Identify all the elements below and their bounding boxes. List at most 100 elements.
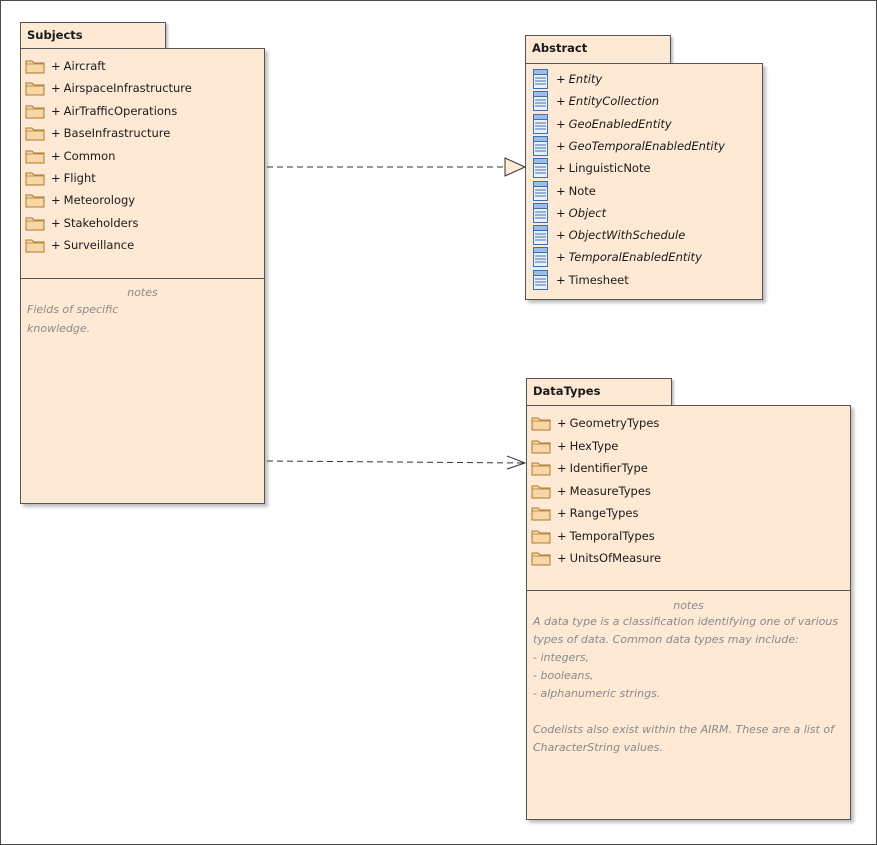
visibility-marker: + <box>556 94 566 109</box>
visibility-marker: + <box>51 193 61 208</box>
visibility-marker: + <box>556 161 566 176</box>
datatypes-item-label: GeometryTypes <box>569 416 660 430</box>
datatypes-item[interactable]: +TemporalTypes <box>531 526 655 546</box>
folder-icon <box>25 215 45 231</box>
abstract-item-label: ObjectWithSchedule <box>568 228 686 243</box>
datatypes-item[interactable]: +RangeTypes <box>531 503 639 523</box>
subjects-item-label: AirspaceInfrastructure <box>63 81 192 96</box>
datatypes-item-label: TemporalTypes <box>569 528 655 543</box>
datatypes-item[interactable]: +MeasureTypes <box>531 481 651 501</box>
abstract-item[interactable]: +GeoTemporalEnabledEntity <box>533 135 725 156</box>
abstract-item[interactable]: +EntityCollection <box>533 91 660 112</box>
abstract-package-tab[interactable]: Abstract <box>525 35 671 64</box>
visibility-marker: + <box>557 551 567 565</box>
visibility-marker: + <box>51 238 61 253</box>
datatypes-item[interactable]: +GeometryTypes <box>531 413 659 433</box>
class-icon <box>533 225 548 246</box>
visibility-marker: + <box>51 148 61 163</box>
open-arrowhead <box>506 455 527 470</box>
subjects-item-label: Meteorology <box>63 193 136 208</box>
dependency-subjects-datatypes[interactable] <box>266 455 527 470</box>
datatypes-package-tab[interactable]: DataTypes <box>526 378 672 406</box>
visibility-marker: + <box>51 59 61 73</box>
visibility-marker: + <box>51 126 61 141</box>
abstract-item[interactable]: +Entity <box>533 69 602 89</box>
datatypes-item[interactable]: +UnitsOfMeasure <box>531 548 661 568</box>
subjects-package-tab[interactable]: Subjects <box>20 22 166 49</box>
folder-icon <box>25 103 45 119</box>
visibility-marker: + <box>51 215 61 230</box>
subjects-item[interactable]: +Flight <box>25 168 96 188</box>
datatypes-notes-title: notes <box>673 599 704 612</box>
subjects-item-label: Surveillance <box>63 238 135 253</box>
subjects-item[interactable]: +Stakeholders <box>25 213 138 233</box>
visibility-marker: + <box>556 228 566 243</box>
folder-icon <box>25 148 45 164</box>
visibility-marker: + <box>557 461 567 475</box>
subjects-package-title: Subjects <box>27 28 83 42</box>
datatypes-notes-line: - integers, <box>533 651 590 664</box>
hollow-triangle-arrowhead <box>504 157 527 177</box>
folder-icon <box>531 483 551 499</box>
abstract-item[interactable]: +Note <box>533 180 596 201</box>
folder-icon <box>531 415 551 431</box>
class-icon <box>533 180 548 201</box>
datatypes-item-label: IdentifierType <box>569 461 648 475</box>
folder-icon <box>25 237 45 253</box>
class-icon <box>533 158 548 179</box>
visibility-marker: + <box>557 438 567 453</box>
abstract-item-label: Object <box>568 205 607 220</box>
visibility-marker: + <box>556 72 566 86</box>
datatypes-item-label: MeasureTypes <box>569 483 651 498</box>
visibility-marker: + <box>557 483 567 498</box>
folder-icon <box>25 192 45 208</box>
dependency-line-datatypes <box>266 460 526 464</box>
abstract-item-label: TemporalEnabledEntity <box>568 250 702 265</box>
class-icon <box>533 135 548 156</box>
subjects-notes-title: notes <box>127 286 158 299</box>
abstract-item[interactable]: +GeoEnabledEntity <box>533 113 672 134</box>
subjects-item[interactable]: +BaseInfrastructure <box>25 123 170 143</box>
datatypes-notes-line: CharacterString values. <box>533 741 663 754</box>
dependency-subjects-abstract[interactable] <box>267 157 527 177</box>
datatypes-notes-line: A data type is a classification identify… <box>533 615 839 628</box>
subjects-notes-line: knowledge. <box>27 322 91 335</box>
abstract-item[interactable]: +Object <box>533 202 607 223</box>
abstract-item[interactable]: +LinguisticNote <box>533 158 651 179</box>
visibility-marker: + <box>556 250 566 265</box>
subjects-item[interactable]: +Common <box>25 146 115 166</box>
datatypes-item-label: HexType <box>569 438 619 453</box>
subjects-item-label: BaseInfrastructure <box>63 126 171 141</box>
abstract-package[interactable]: +Entity+EntityCollection+GeoEnabledEntit… <box>525 63 763 300</box>
abstract-item[interactable]: +ObjectWithSchedule <box>533 225 686 246</box>
visibility-marker: + <box>51 103 61 118</box>
class-icon <box>533 269 548 290</box>
folder-icon <box>531 528 551 544</box>
datatypes-item-label: UnitsOfMeasure <box>569 551 662 565</box>
visibility-marker: + <box>556 138 566 153</box>
visibility-marker: + <box>556 183 566 198</box>
class-icon <box>533 247 548 268</box>
datatypes-item[interactable]: +IdentifierType <box>531 458 648 478</box>
class-icon <box>533 69 548 89</box>
folder-icon <box>531 505 551 521</box>
abstract-item-label: EntityCollection <box>568 94 660 109</box>
subjects-item[interactable]: +Aircraft <box>25 56 106 76</box>
abstract-item[interactable]: +Timesheet <box>533 269 629 290</box>
subjects-item[interactable]: +AirTrafficOperations <box>25 101 177 121</box>
subjects-item[interactable]: +AirspaceInfrastructure <box>25 78 192 98</box>
datatypes-item[interactable]: +HexType <box>531 436 618 456</box>
abstract-item-label: GeoEnabledEntity <box>568 116 672 131</box>
subjects-item-label: Flight <box>63 171 96 185</box>
abstract-item[interactable]: +TemporalEnabledEntity <box>533 247 702 268</box>
subjects-notes-line: Fields of specific <box>27 303 119 316</box>
abstract-item-label: Note <box>568 183 596 198</box>
subjects-package[interactable]: +Aircraft+AirspaceInfrastructure+AirTraf… <box>20 48 265 504</box>
datatypes-package[interactable]: +GeometryTypes+HexType+IdentifierType+Me… <box>526 405 851 820</box>
subjects-item[interactable]: +Meteorology <box>25 190 135 210</box>
subjects-item[interactable]: +Surveillance <box>25 235 134 255</box>
folder-icon <box>531 438 551 454</box>
datatypes-notes-line: types of data. Common data types may inc… <box>533 633 799 646</box>
visibility-marker: + <box>557 506 567 520</box>
